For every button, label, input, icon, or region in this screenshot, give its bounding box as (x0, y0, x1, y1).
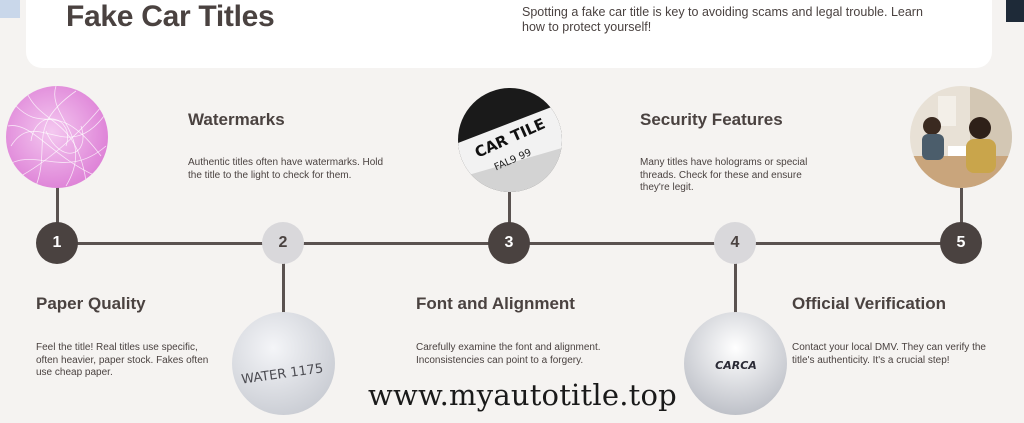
connector-2 (282, 262, 285, 316)
step-3-title: Font and Alignment (416, 294, 575, 313)
hologram-text: CARCA (715, 359, 757, 372)
step-1-title: Paper Quality (36, 294, 146, 313)
connector-1 (56, 186, 59, 226)
corner-decoration-right (1006, 0, 1024, 22)
step-3-description: Carefully examine the font and alignment… (416, 342, 601, 366)
step-5-title: Official Verification (792, 294, 946, 313)
header-card (26, 0, 992, 68)
step-1-node: 1 (36, 222, 78, 264)
corner-decoration-left (0, 0, 20, 18)
step-2-node: 2 (262, 222, 304, 264)
connector-3 (508, 188, 511, 226)
step-2-title: Watermarks (188, 110, 285, 129)
step-1-description: Feel the title! Real titles use specific… (36, 342, 209, 378)
step-2-description: Authentic titles often have watermarks. … (188, 157, 384, 181)
security-features-image: CARCA (684, 312, 787, 415)
step-4-description: Many titles have holograms or special th… (640, 157, 808, 193)
page-intro: Spotting a fake car title is key to avoi… (522, 5, 923, 34)
step-5-node: 5 (940, 222, 982, 264)
font-alignment-image: CAR TILE FAL9 99 (458, 88, 562, 192)
paper-quality-image (6, 86, 108, 188)
page-title: Fake Car Titles (66, 0, 275, 33)
step-4-node: 4 (714, 222, 756, 264)
step-4-title: Security Features (640, 110, 783, 129)
step-5-description: Contact your local DMV. They can verify … (792, 342, 986, 366)
url-watermark: www.myautotitle.top (368, 378, 677, 412)
official-verification-image (910, 86, 1012, 188)
step-3-node: 3 (488, 222, 530, 264)
watermark-image: WATER 1175 (232, 312, 335, 415)
connector-5 (960, 188, 963, 226)
connector-4 (734, 262, 737, 314)
